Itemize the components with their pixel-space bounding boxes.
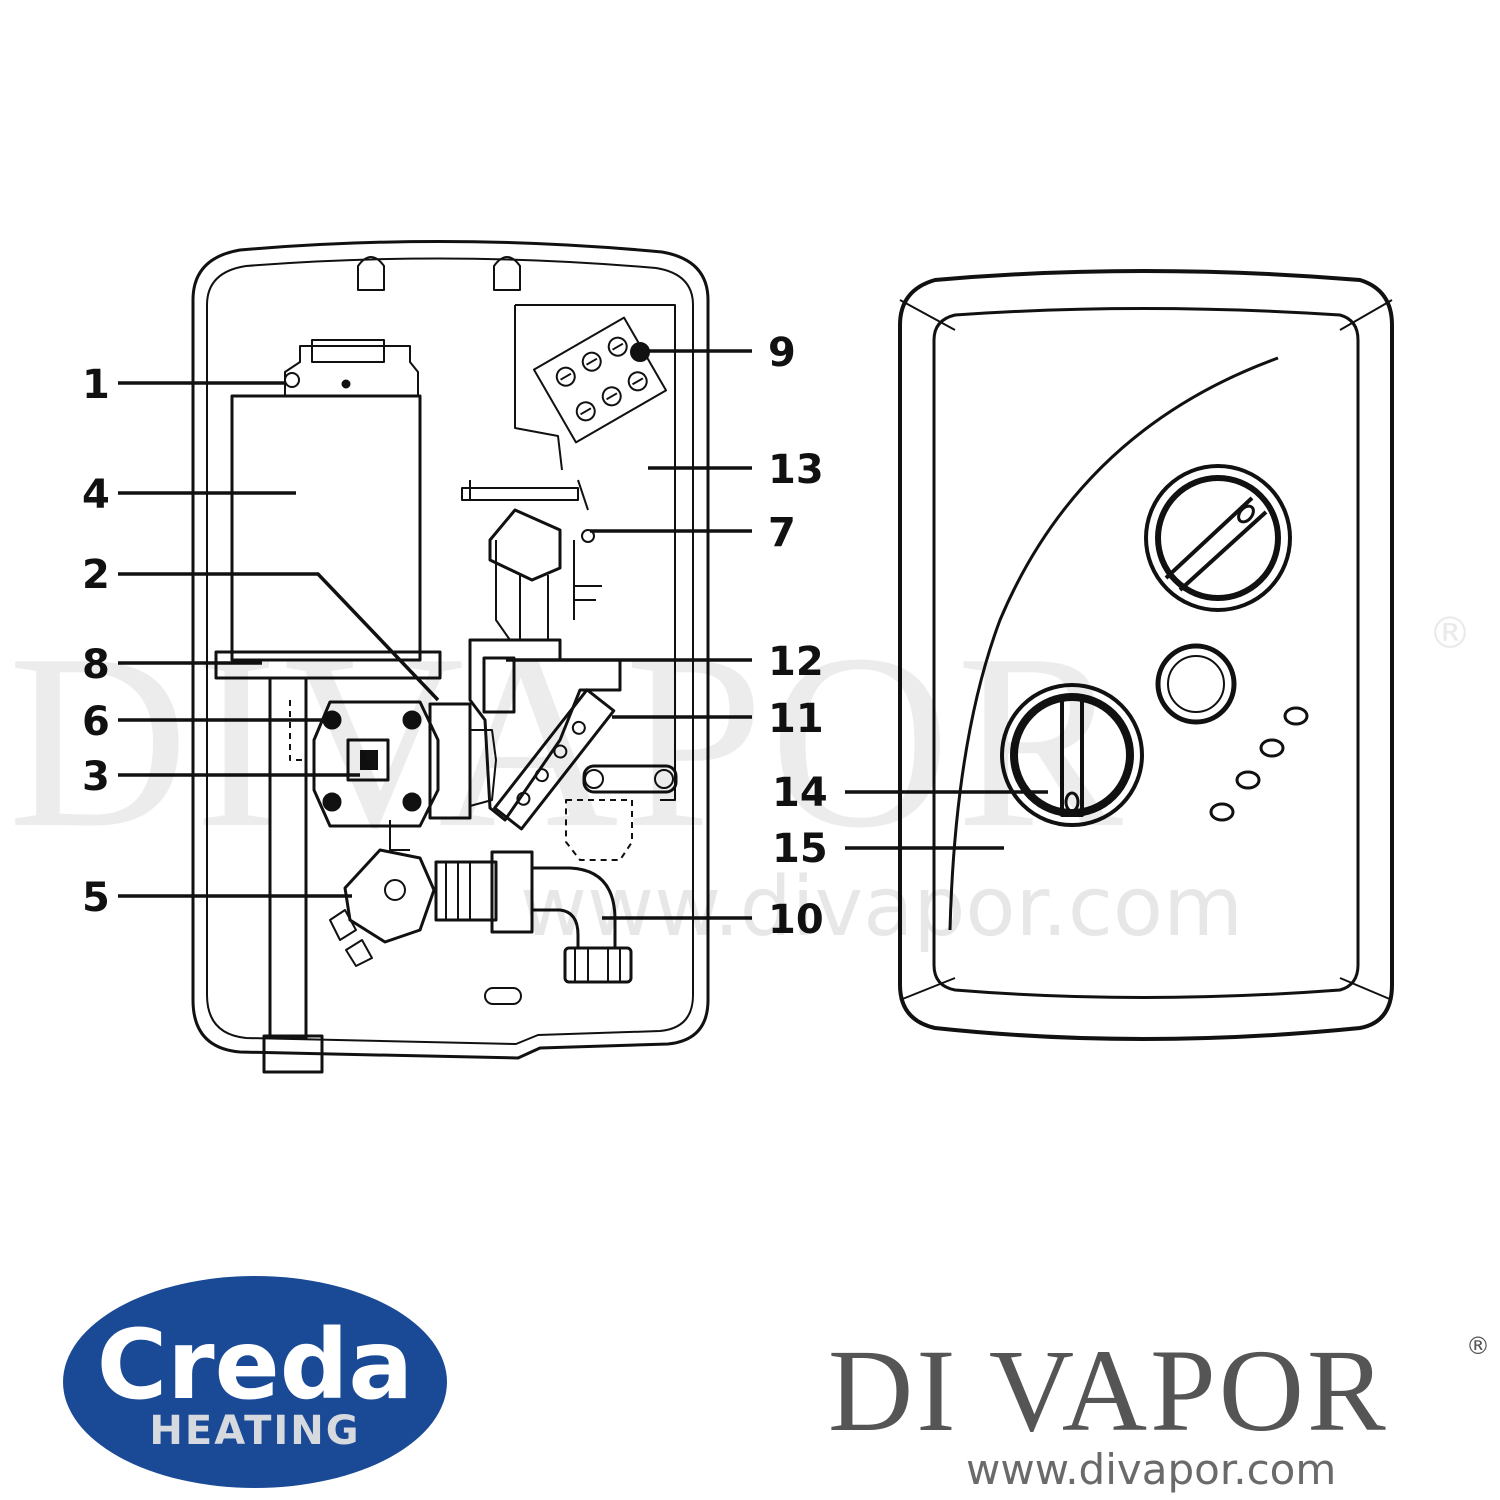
thermal-cutout-screw [284,372,300,388]
creda-wordmark: Creda [97,1309,413,1421]
callout-4: 4 [82,472,110,518]
callout-8: 8 [82,642,110,688]
bottom-slot [484,987,522,1005]
callout-2: 2 [82,552,110,598]
pressure-relief-device [428,702,472,820]
heater-top-cap [311,339,385,363]
keyhole-right [493,256,521,291]
outlet-nozzle [262,1034,324,1074]
divapor-logo: DI VAPOR ® www.divapor.com [828,1325,1490,1494]
divapor-registered: ® [1466,1332,1490,1360]
heater-top [284,345,419,396]
solenoid-valve [343,848,436,944]
terminal-plate [514,304,676,801]
temperature-knob [1144,464,1292,612]
watermark-registered: ® [1428,608,1472,659]
solenoid-terminals [329,909,373,967]
valve-screw-2 [402,710,422,730]
backplate-inner [206,257,694,1045]
keyhole-left [357,256,385,291]
flow-valve-body [312,700,440,828]
callout-9: 9 [768,330,796,376]
microswitch [482,656,516,714]
valve-window [346,738,390,782]
divapor-wordmark: DI VAPOR [828,1325,1389,1456]
switch-strip [493,688,616,831]
front-cover [898,269,1394,1041]
cover-swoosh [948,356,1279,931]
clamp-bar [214,650,442,680]
terminal-block [532,316,668,444]
pressure-switch [488,508,562,582]
callout-15: 15 [772,826,828,872]
callout-6: 6 [82,699,110,745]
creda-heating: HEATING [149,1408,360,1454]
led-indicators [1209,706,1309,822]
callout-13: 13 [768,447,824,493]
power-control-knob [1000,683,1144,827]
cover-outer [898,269,1394,1041]
divapor-url: www.divapor.com [966,1445,1336,1494]
watermark: DIVAPOR ® www.divapor.com [8,603,1472,955]
callout-5: 5 [82,875,110,921]
pressure-switch-bracket [468,638,622,822]
watermark-text: DIVAPOR [8,603,1129,880]
callout-1: 1 [82,362,110,408]
callout-14: 14 [772,770,828,816]
backplate-outline [191,239,710,1060]
creda-logo: Creda HEATING [63,1276,447,1488]
valve-screw-4 [402,792,422,812]
inlet-connector [434,860,498,922]
callout-3: 3 [82,754,110,800]
inlet-nut [563,946,633,984]
outlet-pipe [268,676,308,1040]
valve-screw-3 [322,792,342,812]
cover-inner [932,307,1360,999]
watermark-url: www.divapor.com [520,860,1243,955]
internal-view [191,239,710,1074]
callout-7: 7 [768,510,796,556]
callout-11: 11 [768,696,824,742]
callout-numbers: 1 4 2 8 6 3 5 9 13 7 12 11 14 15 10 [82,330,828,943]
indicator-light [1155,643,1237,725]
heater-tank [230,394,422,662]
callout-10: 10 [768,897,824,943]
callout-12: 12 [768,639,824,685]
